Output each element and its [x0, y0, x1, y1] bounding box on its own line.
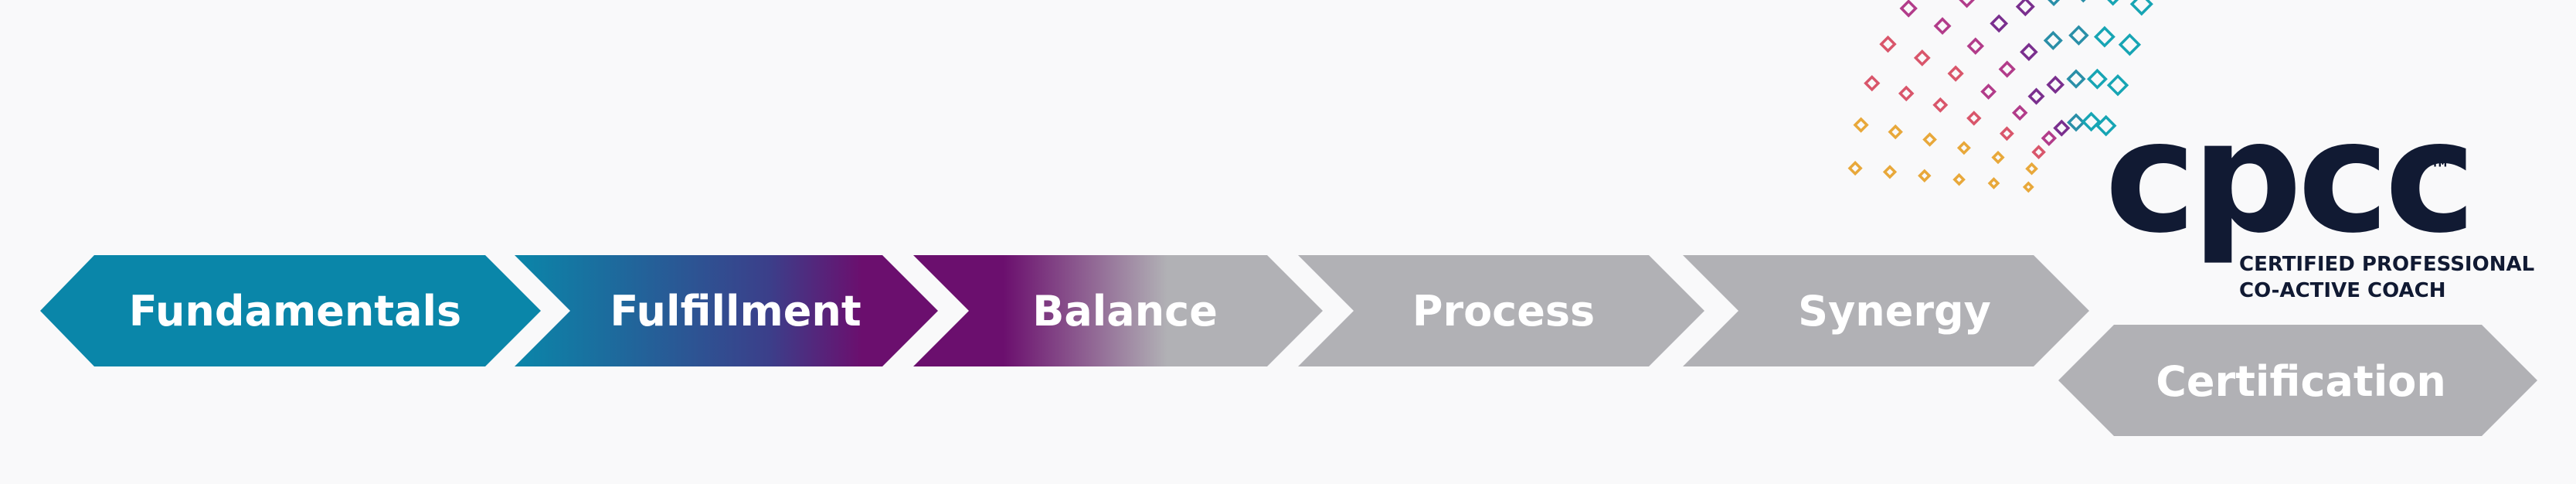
logo-diamond	[1966, 111, 1982, 126]
step-synergy: Synergy	[1683, 255, 2089, 366]
step-fundamentals-shape	[40, 255, 541, 366]
logo-diamond	[1998, 60, 2016, 78]
step-synergy-label: Synergy	[1798, 287, 1991, 336]
logo-diamond	[1864, 75, 1881, 92]
logo-diamond	[2081, 111, 2102, 132]
logo-diamond	[2066, 69, 2086, 89]
step-balance-label: Balance	[1032, 287, 1218, 336]
logo-diamond	[2093, 26, 2116, 48]
logo-diamond	[1913, 49, 1931, 66]
logo-diamond	[2086, 68, 2108, 90]
logo-diamond	[2067, 113, 2085, 132]
logo-diamond	[1922, 132, 1937, 147]
brand-subtitle-line1: CERTIFIED PROFESSIONAL	[2239, 253, 2534, 276]
logo-diamond	[2129, 0, 2153, 16]
logo-diamond	[1947, 65, 1964, 82]
logo-diamond	[2041, 130, 2058, 146]
logo-diamond	[1918, 169, 1932, 182]
logo-diamond	[2020, 43, 2038, 62]
logo-diamond	[1847, 161, 1863, 176]
logo-diamond	[1932, 97, 1949, 113]
step-process: Process	[1298, 255, 1704, 366]
logo-diamond	[2043, 0, 2065, 7]
step-process-label: Process	[1412, 287, 1595, 336]
logo-diamond	[2068, 25, 2089, 46]
step-balance-shape	[913, 255, 1323, 366]
brand-subtitle-line2: CO-ACTIVE COACH	[2239, 279, 2445, 302]
logo-diamond	[1991, 151, 2005, 165]
logo-diamond	[2046, 75, 2065, 94]
logo-diamond	[1888, 124, 1903, 140]
logo-diamond	[1966, 37, 1985, 55]
step-fundamentals-label: Fundamentals	[129, 287, 461, 336]
step-certification-shape	[2058, 325, 2537, 436]
logo-diamond	[2053, 119, 2071, 137]
step-process-shape	[1298, 255, 1704, 366]
logo-diamond	[1999, 126, 2014, 141]
logo-diamond	[2095, 114, 2117, 137]
step-fulfillment-shape	[515, 255, 938, 366]
logo-diamond	[1933, 17, 1952, 36]
step-fundamentals: Fundamentals	[40, 255, 541, 366]
step-certification-label: Certification	[2156, 357, 2446, 406]
logo-diamond	[1987, 177, 2000, 189]
logo-diamond	[1980, 84, 1997, 100]
step-fulfillment: Fulfillment	[515, 255, 938, 366]
logo-diamond	[1898, 85, 1915, 102]
logo-diamond	[1899, 0, 1918, 18]
cpcc-logo: cpcc ™ CERTIFIED PROFESSIONAL CO-ACTIVE …	[1847, 0, 2534, 302]
brand-trademark: ™	[2429, 156, 2451, 182]
logo-diamond	[1990, 14, 2009, 33]
logo-diamond	[1952, 172, 1966, 186]
logo-diamond	[2106, 73, 2129, 97]
logo-diamond	[2025, 162, 2038, 176]
step-fulfillment-label: Fulfillment	[610, 287, 861, 336]
logo-diamond	[1957, 0, 1976, 9]
step-synergy-shape	[1683, 255, 2089, 366]
logo-diamond	[2072, 0, 2095, 3]
logo-diamond	[2022, 181, 2034, 193]
logo-diamond	[2102, 0, 2125, 6]
logo-diamond	[1956, 141, 1971, 155]
logo-diamond	[1882, 165, 1898, 179]
logo-diamond	[1853, 117, 1869, 133]
logo-diamond	[2027, 87, 2045, 105]
logo-diamond	[2031, 145, 2046, 159]
brand-wordmark: cpcc	[2105, 87, 2472, 268]
logo-diamond	[2015, 0, 2035, 17]
logo-diamond	[2118, 33, 2142, 56]
step-certification: Certification	[2058, 325, 2537, 436]
logo-diamond-pattern-icon	[1847, 0, 2153, 193]
step-balance: Balance	[913, 255, 1323, 366]
logo-diamond	[1879, 35, 1897, 53]
logo-diamond	[2043, 30, 2063, 50]
logo-diamond	[2011, 104, 2028, 121]
